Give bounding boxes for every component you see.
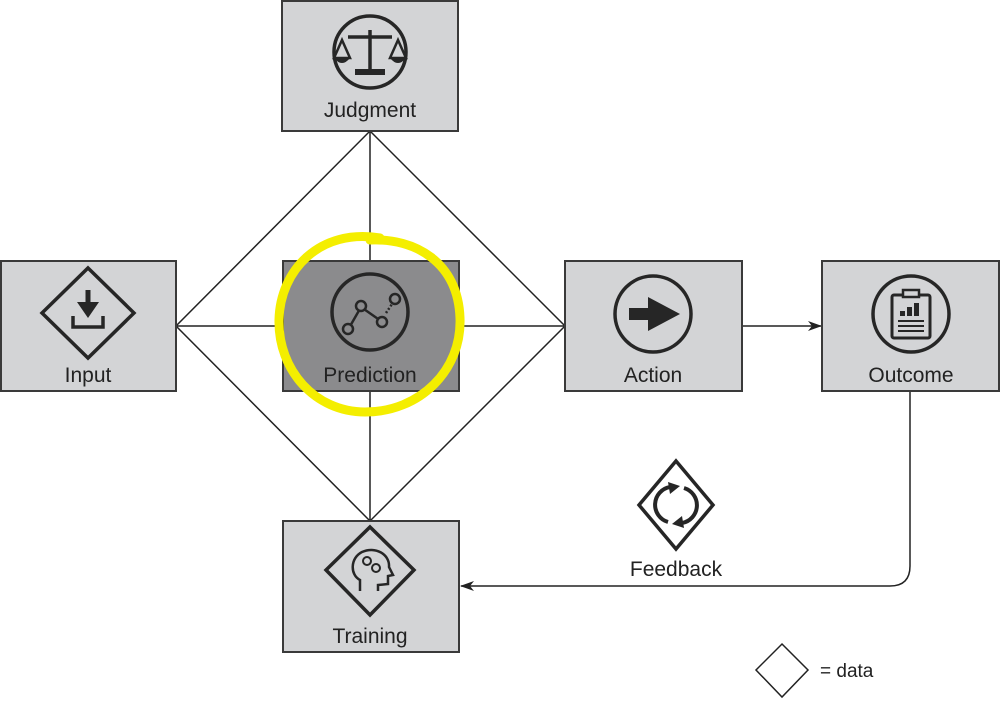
node-prediction: Prediction	[282, 260, 460, 392]
line-chart-icon	[330, 272, 410, 352]
node-label: Input	[65, 364, 112, 387]
node-label: Action	[624, 364, 682, 387]
node-label: Prediction	[323, 364, 416, 387]
download-icon	[39, 265, 137, 361]
node-action: Action	[564, 260, 743, 392]
clipboard-chart-icon	[871, 274, 951, 354]
head-gears-icon	[323, 524, 417, 618]
feedback-label: Feedback	[630, 558, 723, 581]
arrow-feedback-to-training	[460, 391, 911, 591]
legend: = data	[754, 642, 874, 699]
node-label: Outcome	[868, 364, 953, 387]
node-label: Judgment	[324, 99, 416, 122]
arrow-right-icon	[613, 274, 693, 354]
legend-label: = data	[820, 661, 874, 682]
refresh-icon	[636, 458, 716, 552]
node-judgment: Judgment	[281, 0, 459, 132]
highlight-circle	[274, 232, 465, 417]
feedback-data: Feedback	[630, 458, 723, 581]
node-training: Training	[282, 520, 460, 653]
node-outcome: Outcome	[821, 260, 1000, 392]
scales-icon	[332, 14, 408, 90]
node-label: Training	[332, 625, 407, 648]
data-diamond-icon	[754, 642, 810, 699]
node-input: Input	[0, 260, 177, 392]
